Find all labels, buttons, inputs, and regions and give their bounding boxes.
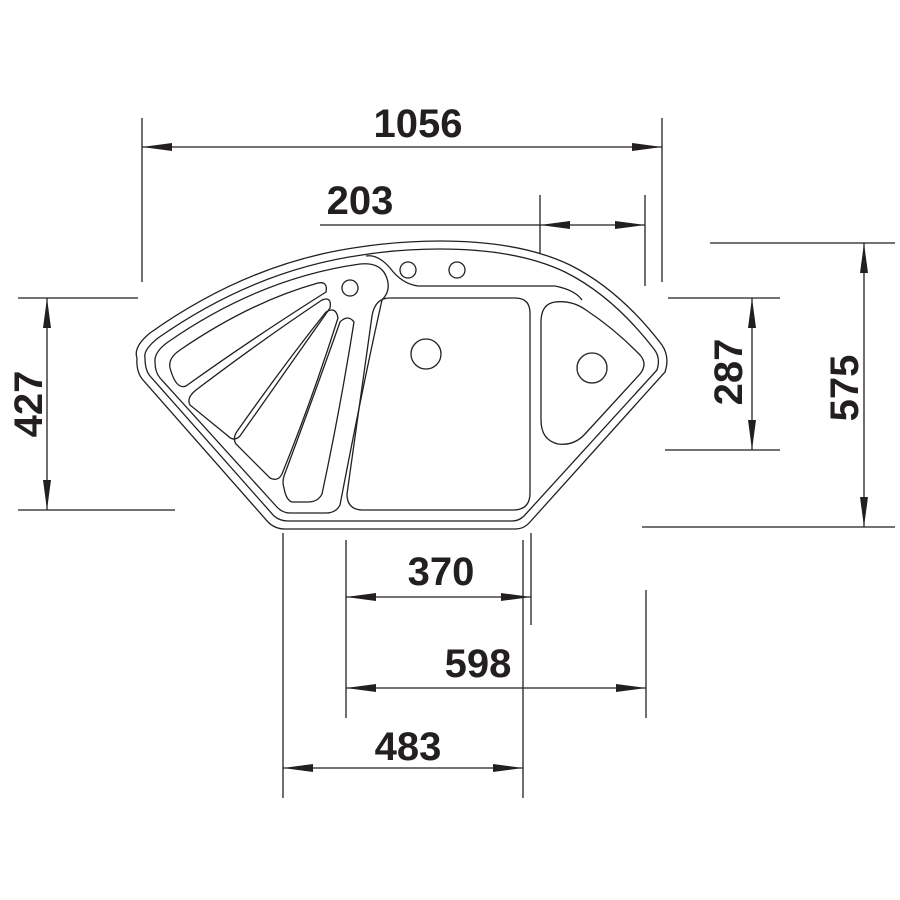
tap-deck-outline bbox=[365, 255, 583, 301]
tap-hole-icon bbox=[341, 279, 359, 297]
corner-sink-outline bbox=[135, 240, 668, 530]
arrow-head-icon bbox=[540, 221, 570, 229]
label-left-depth: 427 bbox=[7, 371, 51, 438]
label-total-width: 1056 bbox=[374, 102, 463, 146]
main-bowl-drain-icon bbox=[410, 338, 442, 370]
arrow-head-icon bbox=[748, 420, 756, 450]
sink-inner-rim bbox=[144, 248, 660, 522]
label-front-width: 483 bbox=[375, 725, 442, 769]
label-tap-offset: 203 bbox=[327, 179, 394, 223]
extension-lines bbox=[18, 118, 895, 798]
arrow-head-icon bbox=[346, 684, 376, 692]
label-main-bowl-width: 370 bbox=[408, 550, 475, 594]
small-bowl bbox=[540, 301, 645, 445]
drainer-outline bbox=[154, 263, 389, 514]
sink-outer-rim bbox=[135, 240, 668, 530]
arrow-head-icon bbox=[632, 143, 662, 151]
arrow-head-icon bbox=[142, 143, 172, 151]
arrow-head-icon bbox=[43, 298, 51, 328]
tap-hole-icon bbox=[448, 261, 466, 279]
arrow-head-icon bbox=[748, 298, 756, 328]
drainer-groove-3 bbox=[233, 309, 339, 480]
arrow-head-icon bbox=[493, 764, 523, 772]
small-bowl-drain-icon bbox=[576, 352, 608, 384]
arrow-head-icon bbox=[43, 480, 51, 510]
dimension-lines bbox=[43, 143, 868, 772]
arrow-head-icon bbox=[501, 593, 531, 601]
arrow-head-icon bbox=[615, 221, 645, 229]
arrow-head-icon bbox=[346, 593, 376, 601]
tap-hole-icon bbox=[399, 261, 417, 279]
dimension-labels: 1056 203 370 598 483 427 287 575 bbox=[7, 102, 867, 769]
drainer-groove-2 bbox=[188, 298, 331, 440]
label-total-depth: 575 bbox=[823, 355, 867, 422]
label-right-depth: 287 bbox=[707, 339, 751, 406]
drainer-groove-4 bbox=[282, 317, 355, 503]
arrow-head-icon bbox=[860, 497, 868, 527]
arrow-head-icon bbox=[616, 684, 646, 692]
label-bowls-width: 598 bbox=[445, 642, 512, 686]
arrow-head-icon bbox=[860, 243, 868, 273]
main-bowl bbox=[346, 297, 531, 511]
arrow-head-icon bbox=[283, 764, 313, 772]
drainer-groove-1 bbox=[169, 282, 327, 388]
